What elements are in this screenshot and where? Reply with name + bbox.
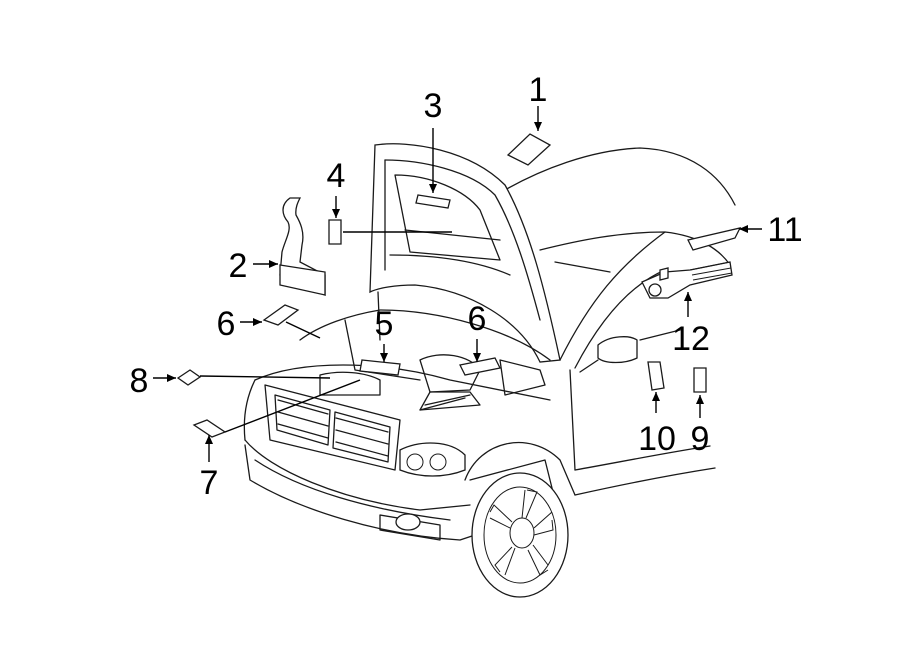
- callout-7: 7: [200, 464, 219, 502]
- label-5-part: [359, 359, 401, 376]
- callout-5: 5: [375, 305, 394, 343]
- callout-8: 8: [130, 362, 149, 400]
- label-12-part: [641, 261, 733, 299]
- label-10-part: [647, 361, 665, 391]
- callout-1: 1: [529, 71, 548, 109]
- label-1-part: [506, 133, 552, 166]
- label-8-part: [176, 369, 202, 386]
- callout-10: 10: [638, 420, 676, 458]
- callout-12: 12: [672, 320, 710, 358]
- label-11-part: [687, 227, 742, 251]
- callout-6-left: 6: [217, 305, 236, 343]
- callout-6-engine: 6: [468, 300, 487, 338]
- callout-3: 3: [424, 87, 443, 125]
- label-6a-part: [262, 304, 300, 326]
- label-6b-part: [459, 357, 501, 376]
- label-4-part: [328, 219, 342, 245]
- leader-lines: [153, 106, 762, 462]
- label-parts: [176, 133, 742, 438]
- callout-11: 11: [767, 211, 802, 249]
- callout-4: 4: [327, 157, 346, 195]
- callout-9: 9: [691, 420, 710, 458]
- callout-2: 2: [229, 247, 248, 285]
- label-3-part: [415, 194, 451, 209]
- label-9-part: [693, 367, 707, 393]
- callout-numbers: 1 2 3 4 5 6 6 7 8 9 10 11 12: [130, 71, 803, 502]
- label-7-part: [192, 419, 227, 438]
